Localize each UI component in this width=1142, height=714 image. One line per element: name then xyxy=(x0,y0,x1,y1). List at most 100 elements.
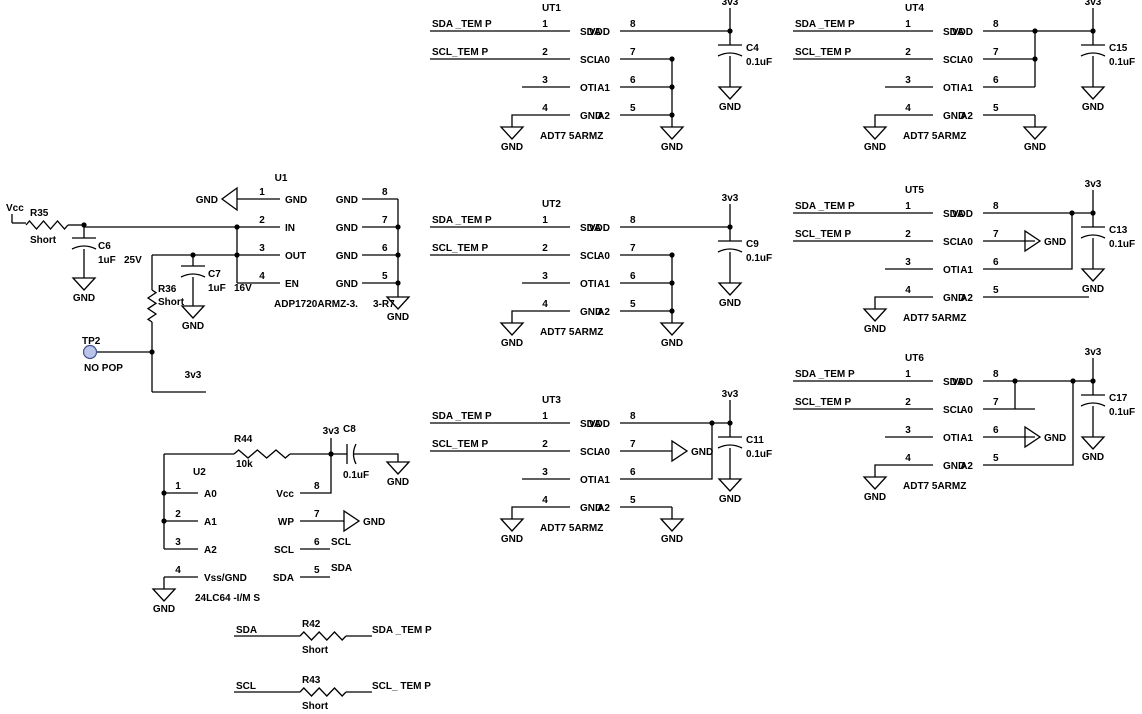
pin-name: A2 xyxy=(960,111,973,122)
pin-number: 6 xyxy=(630,75,636,86)
sensor-ref: UT1 xyxy=(542,3,561,14)
pin-number: 3 xyxy=(542,75,548,86)
resistor xyxy=(25,220,69,230)
r42-right-net: SDA _TEM P xyxy=(372,625,432,636)
pin-number: 5 xyxy=(630,103,636,114)
pin-name: A0 xyxy=(960,237,973,248)
pin-number: 1 xyxy=(259,187,265,198)
c6-value: 1uF xyxy=(98,255,116,266)
capacitor xyxy=(180,265,206,278)
pin-name: OTI xyxy=(943,83,960,94)
junction-dot xyxy=(1032,28,1038,34)
r36-value: Short xyxy=(158,297,185,308)
ground-symbol: GND xyxy=(385,461,411,488)
r43-left-net: SCL xyxy=(236,681,256,692)
c6-ref: C6 xyxy=(98,241,111,252)
ground-label: GND xyxy=(153,604,175,615)
pin-name: A0 xyxy=(960,55,973,66)
junction-dot xyxy=(161,490,167,496)
pin-name: SDA xyxy=(943,377,964,388)
junction-dot xyxy=(727,420,733,426)
pin-number: 3 xyxy=(175,537,181,548)
u2-part: 24LC64 -I/M S xyxy=(195,593,260,604)
pin-name: SCL xyxy=(580,251,600,262)
pin-name: GND xyxy=(336,251,358,262)
pin-name: SDA xyxy=(273,573,294,584)
r35-ref: R35 xyxy=(30,208,49,219)
pin-name: A1 xyxy=(597,279,610,290)
r36-ref: R36 xyxy=(158,284,177,295)
ground-symbol: GND xyxy=(1080,86,1106,113)
r44-ref: R44 xyxy=(234,434,253,445)
pin-name: OTI xyxy=(580,475,597,486)
u1-ref: U1 xyxy=(275,173,288,184)
c7-rating: 16V xyxy=(234,283,252,294)
pin-number: 6 xyxy=(630,271,636,282)
pin-name: WP xyxy=(278,517,294,528)
capacitor xyxy=(717,240,743,253)
pin-name: A0 xyxy=(597,55,610,66)
pin-name: OTI xyxy=(943,265,960,276)
pin-name: SCL xyxy=(943,55,963,66)
capacitor xyxy=(1080,44,1106,57)
pin-name: OTI xyxy=(580,279,597,290)
cap-value: 0.1uF xyxy=(1109,407,1135,418)
sensor-ref: UT6 xyxy=(905,353,924,364)
sensor-ref: UT3 xyxy=(542,395,561,406)
pin-number: 5 xyxy=(630,495,636,506)
resistor xyxy=(233,449,291,459)
sensor-part: ADT7 5ARMZ xyxy=(540,327,603,338)
pin-name: Vcc xyxy=(276,489,294,500)
pin-number: 4 xyxy=(175,565,181,576)
pin-name: EN xyxy=(285,279,299,290)
pin-number: 6 xyxy=(993,75,999,86)
pin-number: 8 xyxy=(630,19,636,30)
ground-label: GND xyxy=(864,492,886,503)
ground-label: GND xyxy=(501,338,523,349)
ground-symbol: GND xyxy=(151,588,177,615)
pin-number: 2 xyxy=(175,509,181,520)
cap-ref: C9 xyxy=(746,239,759,250)
pin-name: VDD xyxy=(952,27,973,38)
pin-number: 2 xyxy=(905,229,911,240)
pin-name: SCL xyxy=(274,545,294,556)
junction-dot xyxy=(1090,378,1096,384)
scl-net-label: SCL xyxy=(331,537,351,548)
rail-3v3-label: 3v3 xyxy=(323,426,340,437)
pin-name: GND xyxy=(285,195,307,206)
cap-value: 0.1uF xyxy=(746,253,772,264)
pin-number: 4 xyxy=(542,299,548,310)
sensor-ref: UT5 xyxy=(905,185,924,196)
pin-name: SDA xyxy=(580,419,601,430)
r43-value: Short xyxy=(302,701,329,712)
pin-number: 4 xyxy=(905,285,911,296)
ground-label: GND xyxy=(387,477,409,488)
junction-dot xyxy=(395,280,401,286)
sensor-part: ADT7 5ARMZ xyxy=(903,481,966,492)
pin-name: GND xyxy=(943,461,965,472)
pin-name: VDD xyxy=(589,27,610,38)
net-label-scl: SCL_TEM P xyxy=(432,243,488,254)
ground-symbol: GND xyxy=(385,296,411,323)
pin-number: 3 xyxy=(905,257,911,268)
junction-dot xyxy=(1070,378,1076,384)
net-label-scl: SCL_TEM P xyxy=(795,47,851,58)
pin-number: 4 xyxy=(542,103,548,114)
tp2-ref: TP2 xyxy=(82,336,101,347)
rail-3v3-label: 3v3 xyxy=(722,193,739,204)
junction-dot xyxy=(1069,210,1075,216)
vcc-label: Vcc xyxy=(6,203,24,214)
pin-number: 8 xyxy=(314,481,320,492)
ground-symbol: GND xyxy=(499,518,525,545)
junction-dot xyxy=(1032,56,1038,62)
cap-value: 0.1uF xyxy=(1109,57,1135,68)
pin-number: 7 xyxy=(630,243,636,254)
pin-name: A2 xyxy=(597,111,610,122)
junction-dot xyxy=(1090,28,1096,34)
pin-number: 4 xyxy=(905,453,911,464)
pin-number: 7 xyxy=(993,397,999,408)
